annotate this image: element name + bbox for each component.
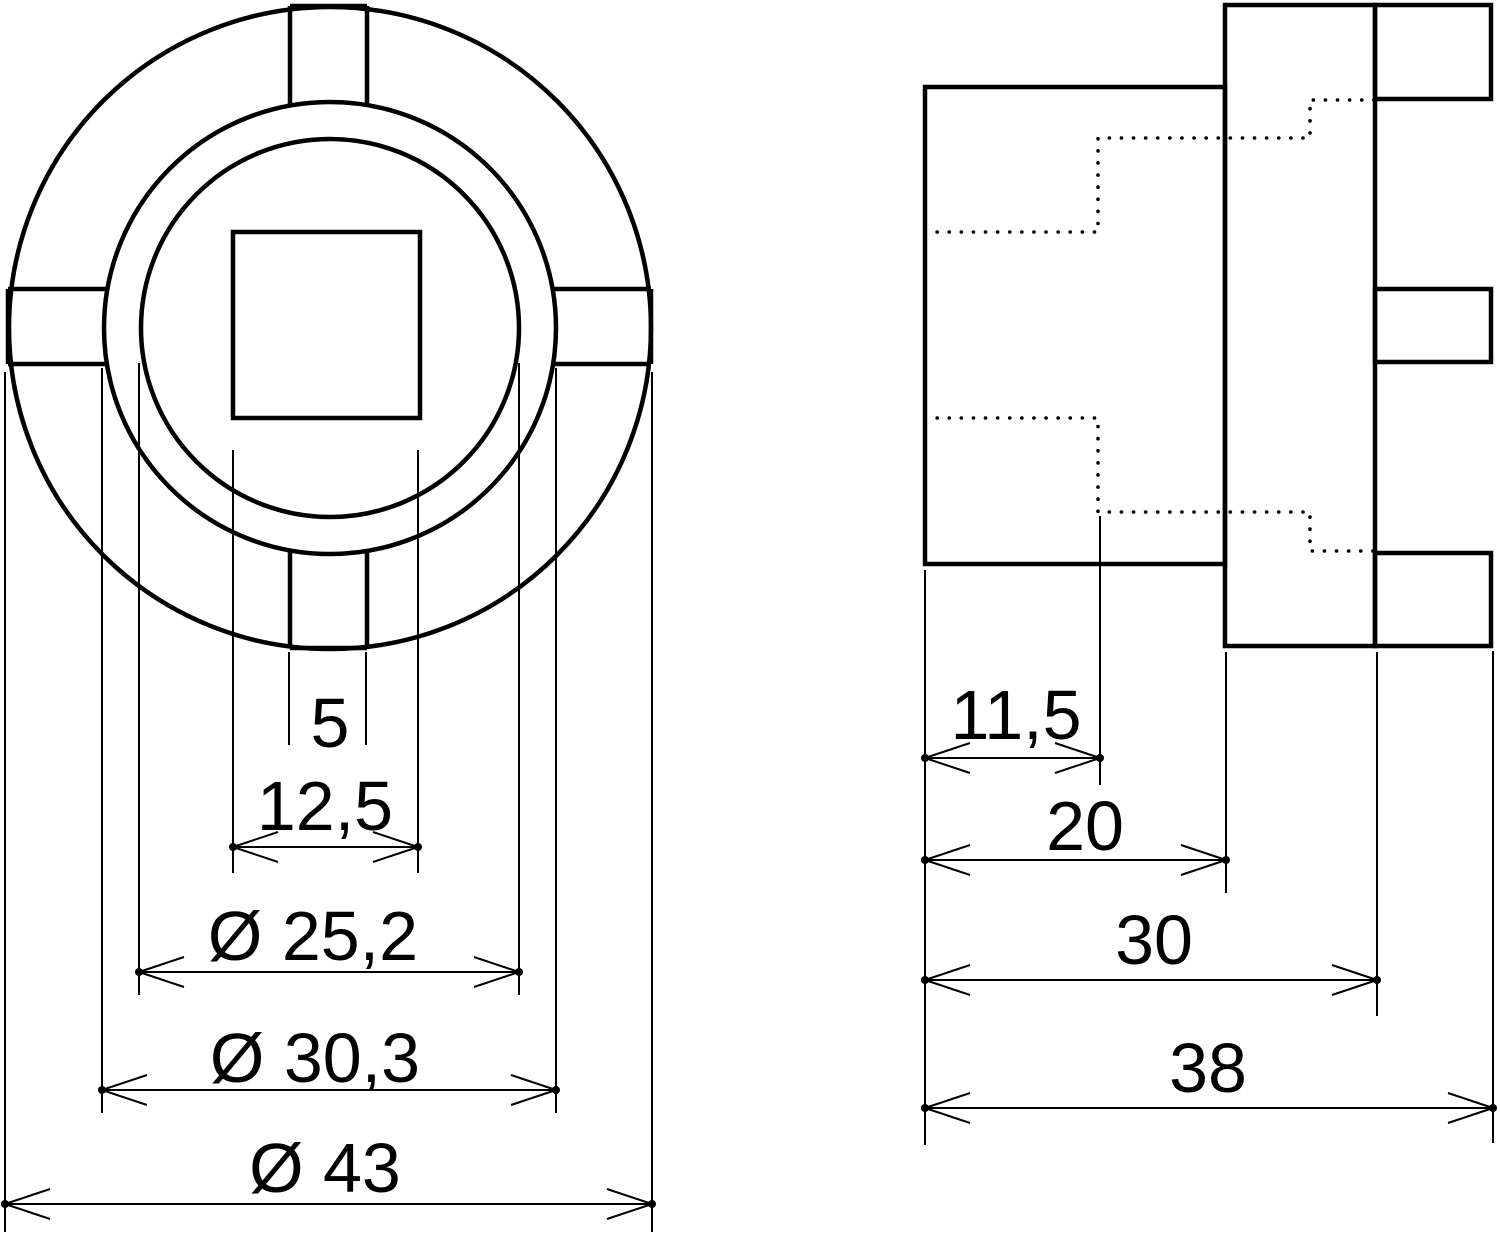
arrowhead xyxy=(1331,964,1378,981)
dimension-label-diameter-30-3: Ø 30,3 xyxy=(210,1019,420,1097)
arrowhead xyxy=(606,1188,653,1205)
front-view xyxy=(5,3,654,652)
prong-bottom xyxy=(1372,550,1494,649)
arrow-tip-dot xyxy=(552,1086,560,1094)
arrowhead xyxy=(473,971,520,988)
arrowhead xyxy=(1054,742,1101,759)
arrowhead xyxy=(372,846,419,863)
slot-bottom xyxy=(287,550,370,651)
arrow-tip-dot xyxy=(98,1086,106,1094)
arrowhead xyxy=(924,964,971,981)
arrowhead xyxy=(924,1107,971,1124)
arrowhead xyxy=(510,1089,557,1106)
arrow-tip-dot xyxy=(648,1200,656,1208)
arrowhead xyxy=(232,831,279,848)
arrow-tip-dot xyxy=(1,1200,9,1208)
arrowhead xyxy=(924,1092,971,1109)
arrowhead xyxy=(1180,844,1227,861)
arrowhead xyxy=(1331,979,1378,996)
arrowhead xyxy=(924,844,971,861)
arrowhead xyxy=(372,831,419,848)
dimension-diameter-25-2: Ø 25,2 xyxy=(135,363,523,995)
arrow-tip-dot xyxy=(1222,856,1230,864)
slot-left xyxy=(5,286,107,367)
arrowhead xyxy=(138,971,185,988)
arrow-tip-dot xyxy=(1096,754,1104,762)
prong-top xyxy=(1372,2,1494,102)
arrowhead xyxy=(924,979,971,996)
hidden-bore-lower xyxy=(923,416,1377,553)
arrowhead xyxy=(1180,859,1227,876)
arrow-tip-dot xyxy=(1373,976,1381,984)
side-view xyxy=(922,2,1494,649)
dimension-length-30: 30 xyxy=(921,652,1381,1016)
arrowhead xyxy=(101,1074,148,1091)
arrowhead xyxy=(606,1203,653,1220)
arrowhead xyxy=(1447,1092,1494,1109)
dimensions: 512,5 Ø 25,2 Ø 30,3 Ø 43 11,5 20 30 38 xyxy=(1,363,1497,1232)
dimension-length-20: 20 xyxy=(921,652,1230,893)
arrowhead xyxy=(4,1188,51,1205)
dimension-label-length-30: 30 xyxy=(1115,901,1193,979)
bore-circle xyxy=(138,136,522,520)
arrowhead xyxy=(924,757,971,774)
arrowhead xyxy=(232,846,279,863)
dimension-length-38: 38 xyxy=(921,570,1497,1145)
socket-body-outline xyxy=(922,84,1228,567)
arrowhead xyxy=(1054,757,1101,774)
dimension-label-depth-11-5: 11,5 xyxy=(950,676,1081,754)
prong-middle xyxy=(1372,286,1494,365)
slot-right xyxy=(553,286,654,367)
dimension-slot-width-5: 5 xyxy=(288,652,367,762)
arrowhead xyxy=(1447,1107,1494,1124)
hidden-bore-upper xyxy=(923,98,1377,234)
dimension-label-length-20: 20 xyxy=(1046,787,1124,865)
arrow-tip-dot xyxy=(229,843,237,851)
ring-circle xyxy=(101,99,559,557)
arrowhead xyxy=(473,956,520,973)
dimension-label-diameter-25-2: Ø 25,2 xyxy=(208,897,418,975)
dimension-label-square-12-5: 12,5 xyxy=(257,767,393,845)
dimension-diameter-43: Ø 43 xyxy=(1,372,656,1232)
arrowhead xyxy=(4,1203,51,1220)
arrowhead xyxy=(924,859,971,876)
arrow-tip-dot xyxy=(921,1104,929,1112)
arrowhead xyxy=(924,742,971,759)
arrow-tip-dot xyxy=(135,968,143,976)
arrowhead xyxy=(138,956,185,973)
dimension-label-length-38: 38 xyxy=(1169,1029,1247,1107)
slot-top xyxy=(287,3,370,106)
dimension-label-diameter-43: Ø 43 xyxy=(249,1129,401,1207)
arrow-tip-dot xyxy=(515,968,523,976)
arrowhead xyxy=(101,1089,148,1106)
dimension-square-12-5: 12,5 xyxy=(229,450,422,873)
dimension-label-slot-width-5: 5 xyxy=(311,684,350,762)
arrow-tip-dot xyxy=(414,843,422,851)
arrow-tip-dot xyxy=(1489,1104,1497,1112)
dimension-diameter-30-3: Ø 30,3 xyxy=(98,368,560,1113)
arrowhead xyxy=(510,1074,557,1091)
flange-outline xyxy=(1222,2,1378,649)
square-drive-hole xyxy=(230,229,423,421)
dimension-depth-11-5: 11,5 xyxy=(921,516,1104,785)
